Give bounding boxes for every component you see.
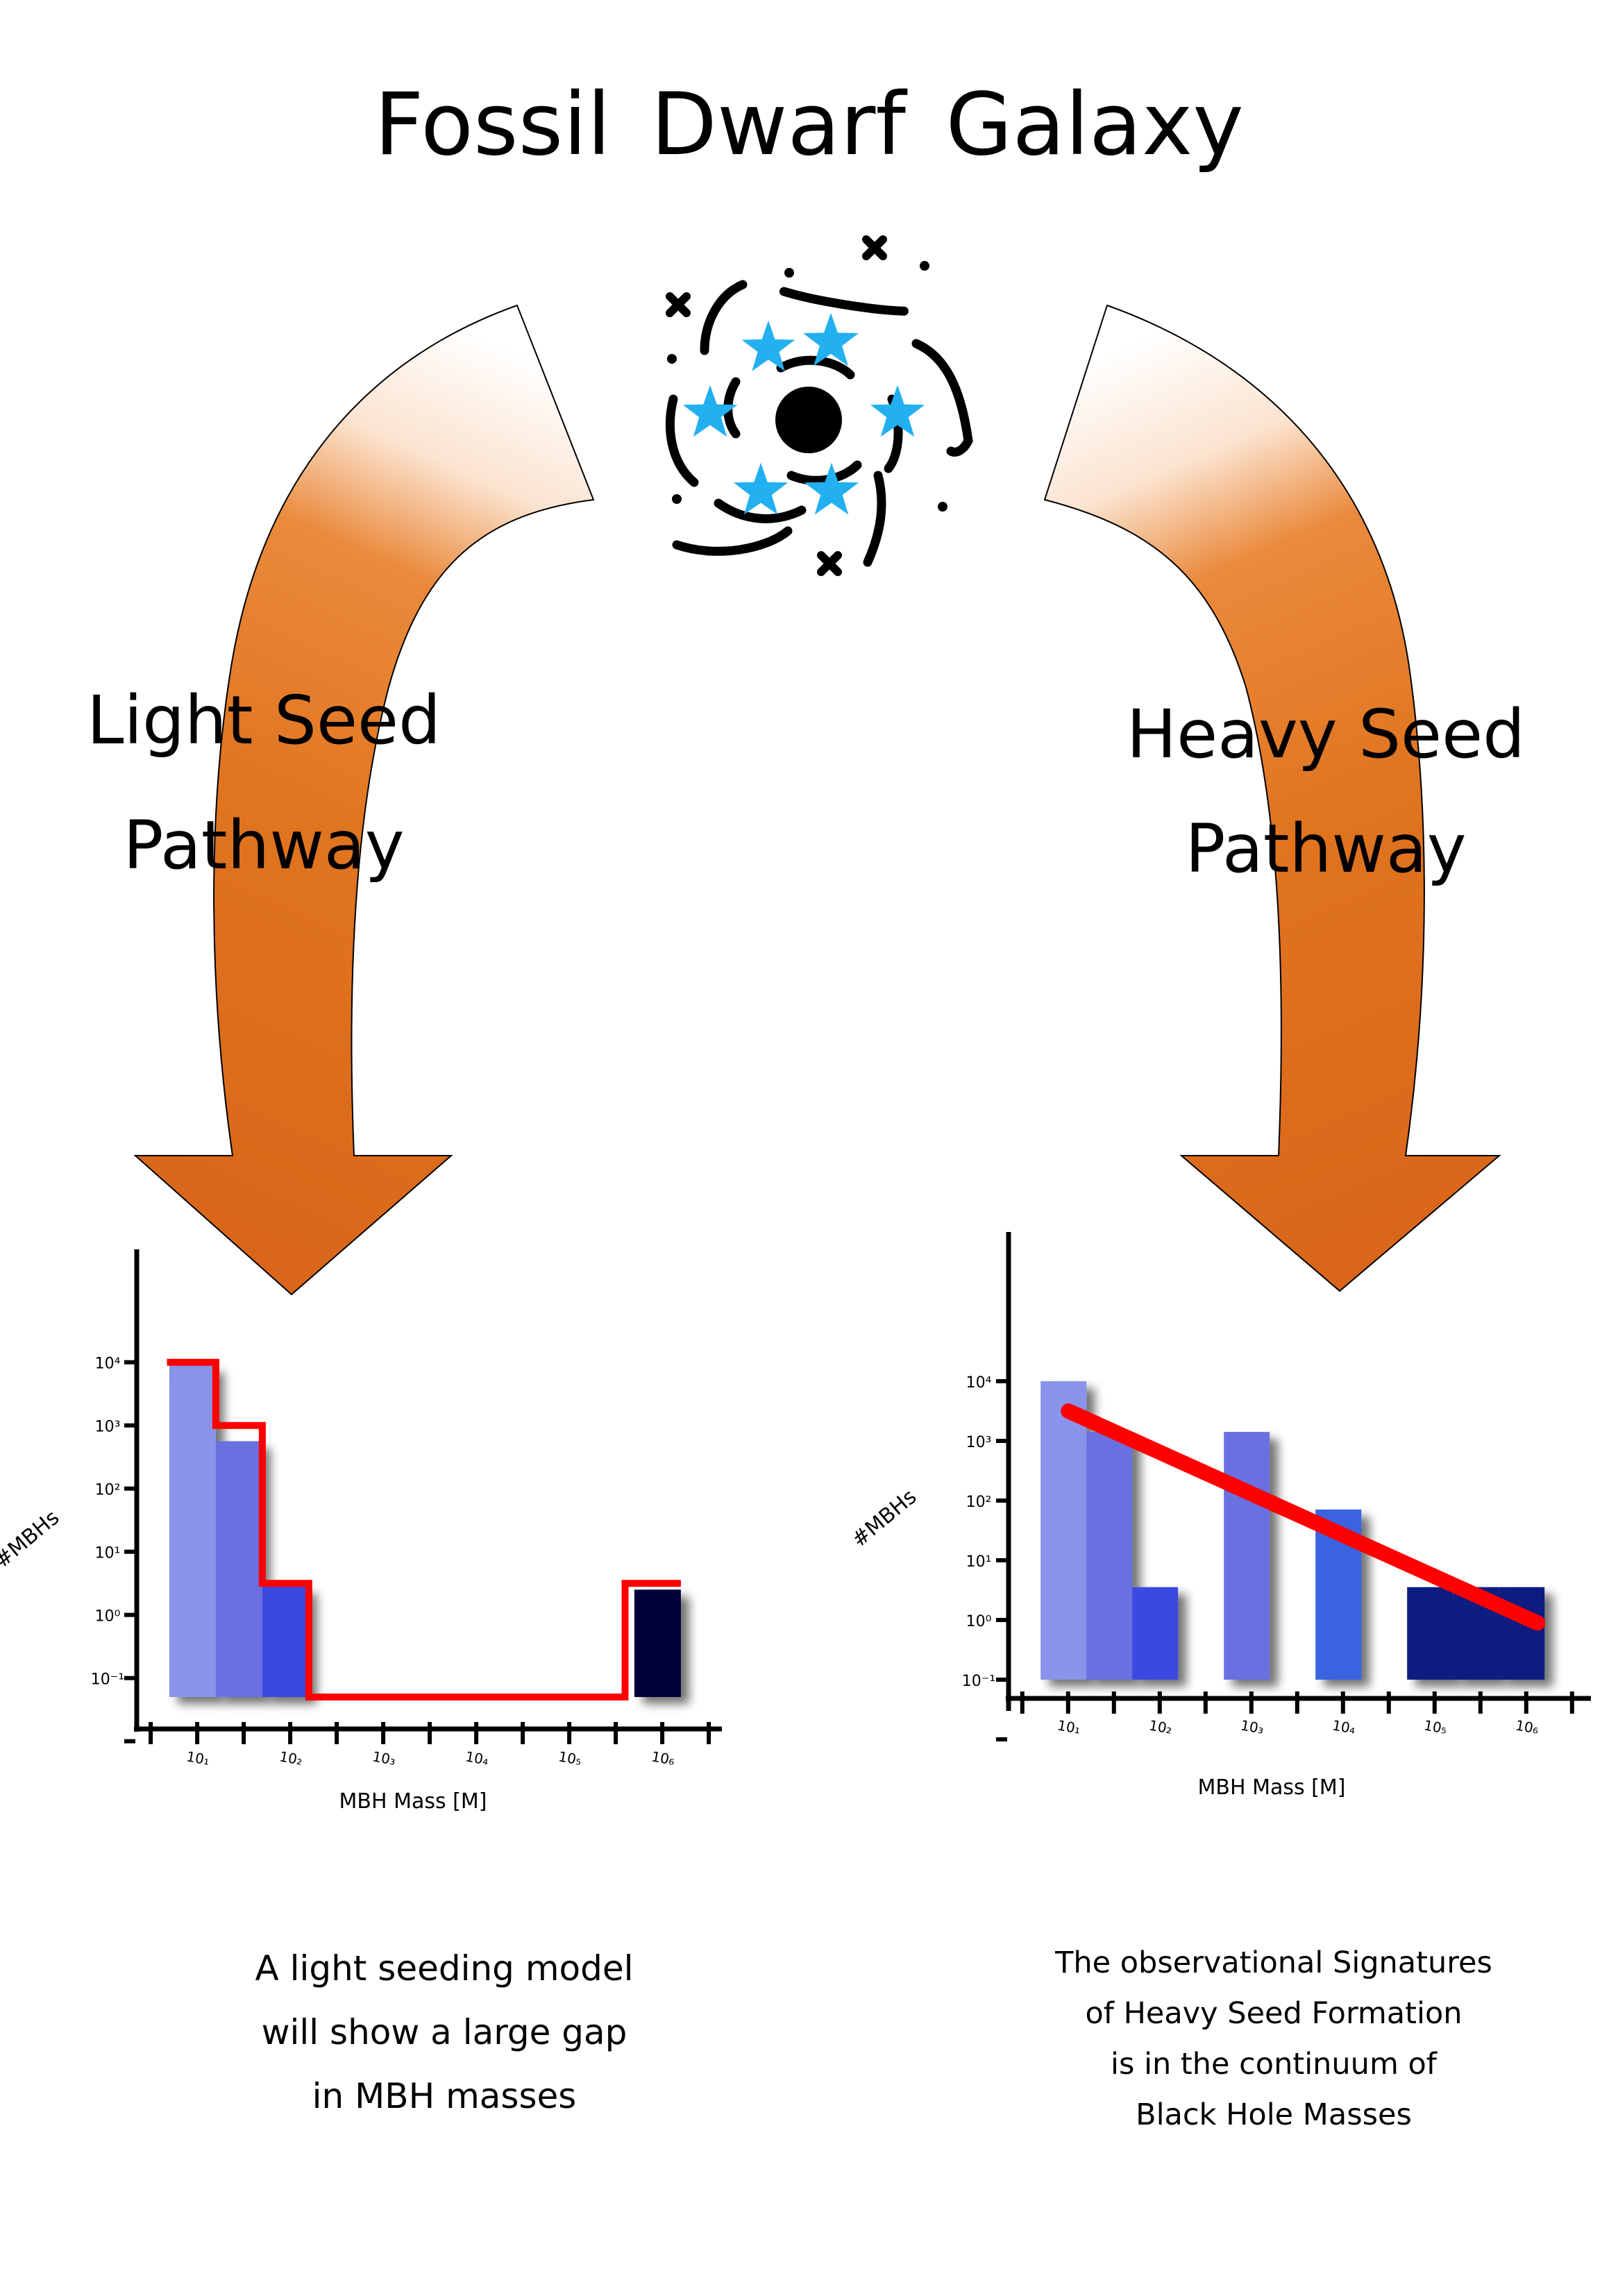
x-tick-label: 10₁ [185,1748,211,1768]
spiral-galaxy-icon [666,235,973,576]
right-y-axis-label: #MBHs [848,1485,922,1552]
x-tick-label: 10₄ [1331,1716,1356,1737]
left-y-axis-label: #MBHs [0,1505,64,1573]
histogram-bar [215,1441,262,1697]
y-tick-label: 10¹ [966,1553,992,1571]
left-caption: A light seeding model will show a large … [180,1936,708,2128]
left-caption-line: in MBH masses [312,2076,577,2116]
left-x-axis-label: MBH Mass [M] [339,1789,487,1814]
right-caption-line: of Heavy Seed Formation [1085,1996,1463,2031]
y-tick-label: 10⁴ [966,1374,992,1392]
x-tick-label: 10₆ [650,1748,676,1768]
y-tick-label: 10⁴ [95,1356,121,1373]
right-caption: The observational Signatures of Heavy Se… [986,1938,1562,2141]
right-chart: 10⁴ 10³ 10² 10¹ 10⁰ 10⁻¹ 10₁ 10₂ 10₃ 10₄ 10₅ 10₆ #… [848,1232,1591,1800]
histogram-bar [1040,1381,1087,1680]
left-pathway-label-line1: Light Seed [86,682,441,759]
left-caption-line: A light seeding model [255,1948,634,1989]
x-tick-label: 10₁ [1056,1716,1081,1737]
histogram-bar [634,1589,681,1697]
histogram-bar [1132,1587,1179,1680]
y-tick-label: 10⁻¹ [962,1673,995,1690]
y-tick-label: 10⁰ [95,1608,121,1626]
right-curved-arrow [1043,304,1501,1292]
right-pathway-label-line1: Heavy Seed [1126,695,1526,773]
x-tick-label: 10₃ [371,1748,397,1768]
right-pathway-label-line2: Pathway [1185,810,1467,888]
y-tick-label: 10² [95,1482,121,1499]
y-tick-label: 10³ [95,1419,121,1436]
x-tick-label: 10₅ [557,1748,583,1768]
y-tick-label: 10² [966,1494,992,1511]
histogram-bar [1086,1432,1133,1680]
left-pathway-label-line2: Pathway [123,807,405,884]
left-caption-line: will show a large gap [261,2012,627,2052]
histogram-bar [169,1365,216,1697]
y-tick-label: 10¹ [95,1545,121,1562]
right-x-axis-label: MBH Mass [M] [1198,1775,1346,1800]
x-tick-label: 10₆ [1514,1716,1540,1737]
x-tick-label: 10₃ [1239,1716,1265,1737]
histogram-outline [167,1358,681,1700]
x-tick-label: 10₅ [1422,1716,1448,1737]
page-title: Fossil Dwarf Galaxy [374,75,1244,175]
right-caption-line: is in the continuum of [1111,2047,1437,2082]
left-chart: 10⁴ 10³ 10² 10¹ 10⁰ 10⁻¹ 10₁ 10₂ 10₃ 10₄ 10₅ 10₆ #… [0,1249,722,1814]
histogram-bar [1224,1432,1270,1680]
left-curved-arrow [133,304,595,1296]
histogram-bar [1407,1587,1453,1680]
y-tick-label: 10⁰ [966,1613,992,1630]
y-tick-label: 10⁻¹ [91,1671,124,1689]
histogram-bar [262,1586,309,1697]
y-tick-label: 10³ [966,1434,992,1451]
x-tick-label: 10₄ [464,1748,490,1768]
x-tick-label: 10₂ [278,1748,304,1768]
right-caption-line: Black Hole Masses [1136,2097,1412,2132]
power-law-fit-line [1061,1403,1546,1631]
right-caption-line: The observational Signatures [1055,1945,1492,1980]
x-tick-label: 10₂ [1147,1716,1173,1737]
